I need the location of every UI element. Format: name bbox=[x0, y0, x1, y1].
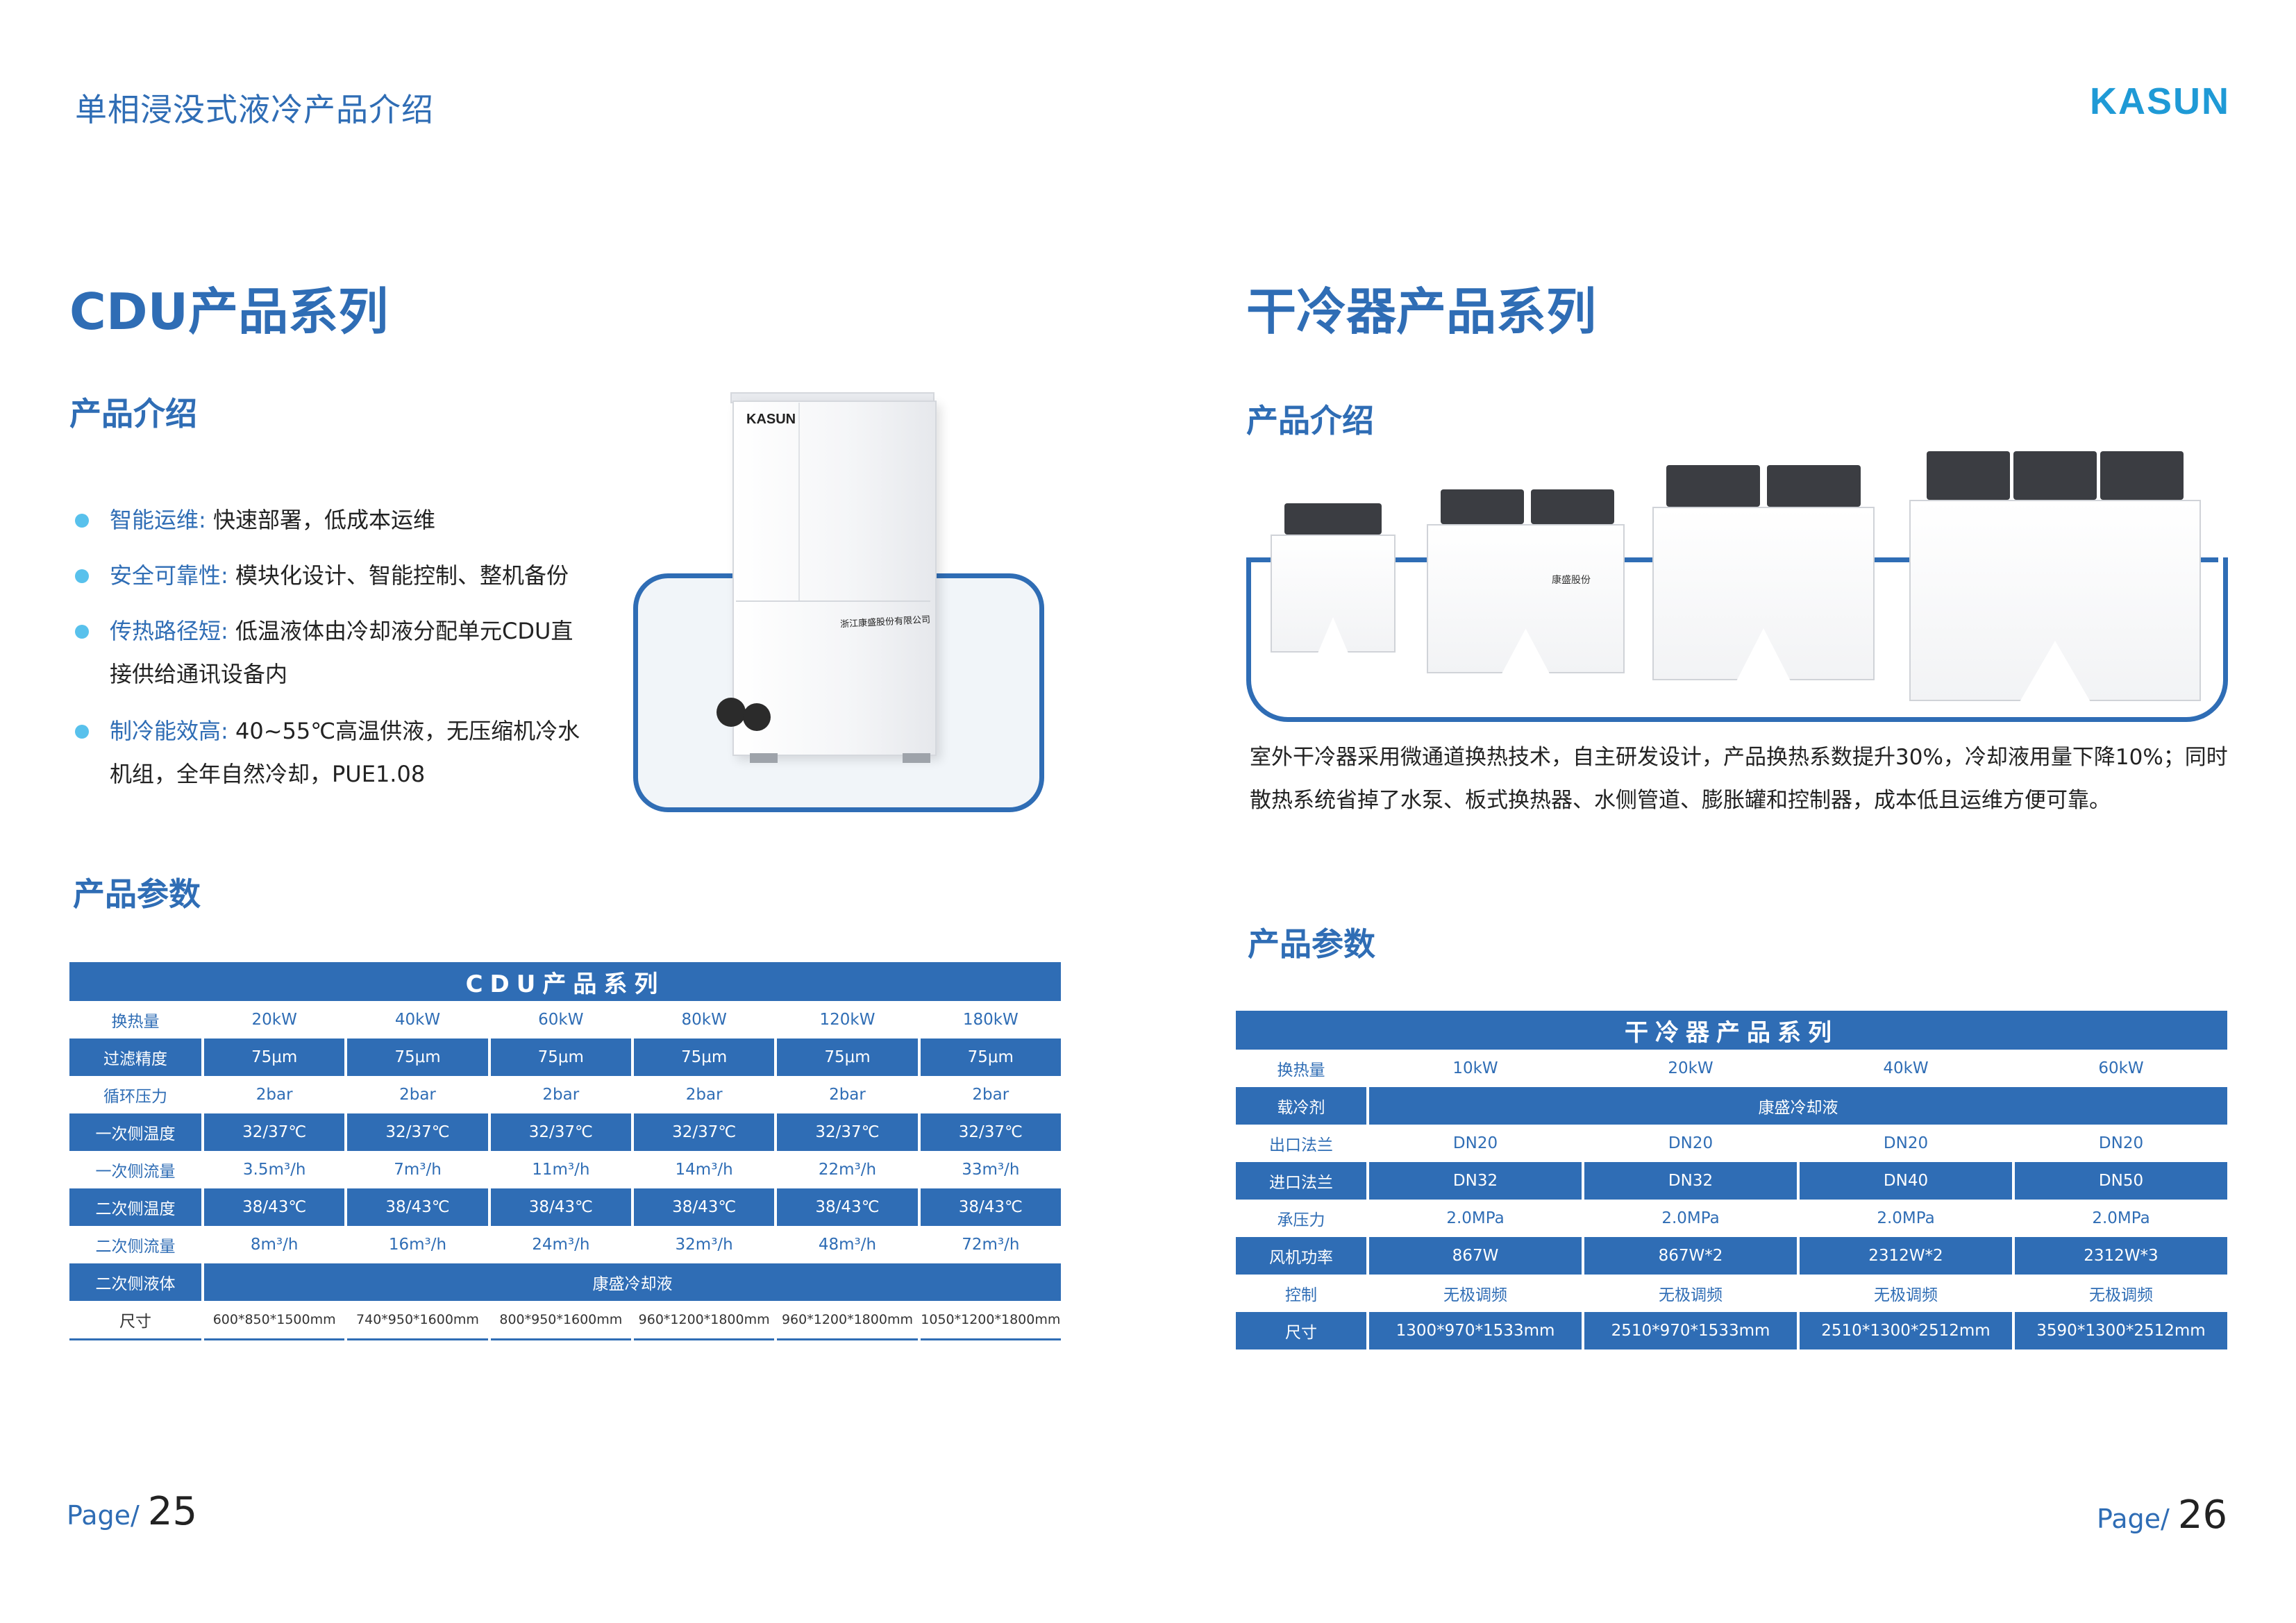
pipe-flange-icon bbox=[743, 703, 771, 731]
table-row: 载冷剂 康盛冷却液 bbox=[1236, 1087, 2227, 1125]
fan-icon bbox=[1441, 489, 1524, 524]
page-number-right: Page/ 26 bbox=[2097, 1492, 2227, 1538]
page-prefix: Page/ bbox=[2097, 1504, 2170, 1534]
feature-text: 快速部署，低成本运维 bbox=[206, 507, 435, 533]
feature-item-ops: 智能运维: 快速部署，低成本运维 bbox=[75, 498, 603, 541]
cabinet-logo: KASUN bbox=[746, 412, 796, 427]
dry-cooler-unit-10kw bbox=[1271, 503, 1396, 653]
table-title: 干冷器产品系列 bbox=[1236, 1011, 2227, 1050]
cdu-section-heading: CDU产品系列 bbox=[69, 283, 389, 341]
page-prefix: Page/ bbox=[67, 1500, 140, 1531]
bullet-icon bbox=[75, 569, 89, 583]
page-num: 25 bbox=[147, 1489, 198, 1534]
dry-cooler-image-frame bbox=[1246, 557, 2228, 722]
dry-cooler-intro-heading: 产品介绍 bbox=[1246, 402, 1374, 439]
unit-nameplate: 康盛股份 bbox=[1552, 575, 1591, 586]
feature-key: 传热路径短: bbox=[110, 618, 228, 644]
fan-icon bbox=[2013, 451, 2097, 500]
fan-icon bbox=[2100, 451, 2184, 500]
fan-icon bbox=[1927, 451, 2010, 500]
dry-cooler-params-heading: 产品参数 bbox=[1248, 925, 1375, 963]
cdu-intro-heading: 产品介绍 bbox=[69, 395, 197, 432]
table-row: 控制 无极调频无极调频无极调频无极调频 bbox=[1285, 1286, 2153, 1304]
feature-key: 智能运维: bbox=[110, 507, 206, 533]
table-row: 二次侧液体 康盛冷却液 bbox=[69, 1263, 1061, 1301]
page-num: 26 bbox=[2177, 1492, 2228, 1538]
feature-key: 安全可靠性: bbox=[110, 562, 228, 589]
bullet-icon bbox=[75, 625, 89, 639]
bullet-icon bbox=[75, 725, 89, 739]
feature-text: 低温液体由冷却液分配单元CDU直接供给通讯设备内 bbox=[110, 618, 573, 687]
dry-cooler-section-heading: 干冷器产品系列 bbox=[1246, 283, 1597, 341]
dry-cooler-description: 室外干冷器采用微通道换热技术，自主研发设计，产品换热系数提升30%，冷却液用量下… bbox=[1250, 745, 2228, 813]
bullet-icon bbox=[75, 514, 89, 528]
pipe-flange-icon bbox=[717, 698, 746, 727]
dry-cooler-unit-40kw bbox=[1652, 465, 1875, 680]
feature-text: 模块化设计、智能控制、整机备份 bbox=[228, 562, 569, 589]
fan-icon bbox=[1531, 489, 1614, 524]
fan-icon bbox=[1666, 465, 1760, 507]
feature-item-heat-path: 传热路径短: 低温液体由冷却液分配单元CDU直接供给通讯设备内 bbox=[75, 609, 589, 696]
brand-logo: KASUN bbox=[2090, 81, 2231, 122]
page-number-left: Page/ 25 bbox=[67, 1489, 197, 1534]
document-title: 单相浸没式液冷产品介绍 bbox=[75, 91, 434, 128]
fan-icon bbox=[1767, 465, 1861, 507]
feature-key: 制冷能效高: bbox=[110, 718, 228, 744]
cdu-params-heading: 产品参数 bbox=[73, 875, 201, 913]
feature-item-reliability: 安全可靠性: 模块化设计、智能控制、整机备份 bbox=[75, 554, 603, 597]
dry-cooler-unit-20kw: 康盛股份 bbox=[1427, 489, 1625, 673]
feature-text: 40~55℃高温供液，无压缩机冷水机组，全年自然冷却，PUE1.08 bbox=[110, 718, 580, 787]
feature-item-efficiency: 制冷能效高: 40~55℃高温供液，无压缩机冷水机组，全年自然冷却，PUE1.0… bbox=[75, 709, 589, 796]
dry-cooler-unit-60kw bbox=[1909, 451, 2201, 701]
table-title: CDU产品系列 bbox=[69, 962, 1061, 1001]
cdu-cabinet-image: KASUN 浙江康盛股份有限公司 bbox=[715, 392, 955, 767]
fan-icon bbox=[1284, 503, 1382, 535]
